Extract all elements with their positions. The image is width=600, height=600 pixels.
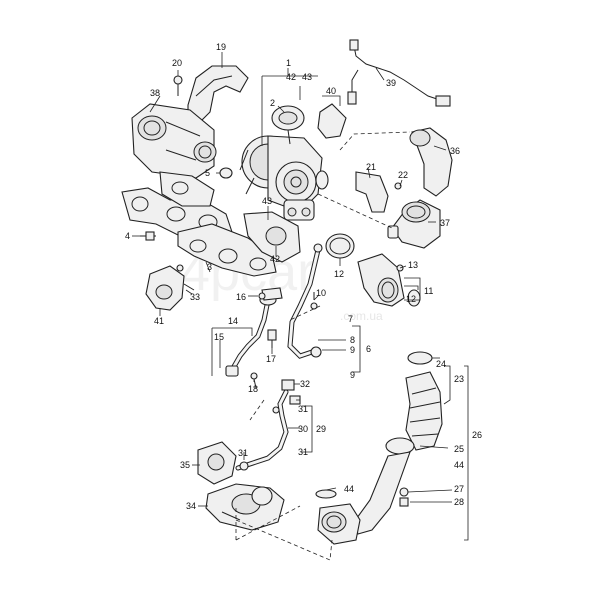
stud-part (140, 231, 156, 241)
label-42b: 42 (270, 254, 280, 264)
label-43a: 43 (302, 72, 312, 82)
label-23: 23 (454, 374, 464, 384)
label-12a: 12 (334, 269, 344, 279)
label-33: 33 (190, 292, 200, 302)
label-9b: 9 (350, 370, 355, 380)
label-37: 37 (440, 218, 450, 228)
label-17: 17 (266, 354, 276, 364)
label-20: 20 (172, 58, 182, 68)
label-9a: 9 (350, 345, 355, 355)
label-8: 8 (350, 335, 355, 345)
label-39: 39 (386, 78, 396, 88)
label-29: 29 (316, 424, 326, 434)
label-30: 30 (298, 424, 308, 434)
label-31a: 31 (298, 404, 308, 414)
leader-lines (132, 52, 469, 561)
label-7: 7 (348, 314, 353, 324)
return-line-part (225, 287, 283, 377)
manifold-part (177, 211, 301, 277)
bolt-part (173, 75, 183, 96)
oil-line-part (287, 243, 323, 359)
label-40: 40 (326, 86, 336, 96)
label-4: 4 (125, 231, 130, 241)
seal-ring-part (325, 233, 355, 259)
label-3: 3 (207, 262, 212, 272)
bolt-part (394, 182, 402, 190)
label-36: 36 (450, 146, 460, 156)
part-labels: 1 2 3 4 5 6 7 8 9 9 10 11 12 12 13 14 15… (125, 42, 482, 511)
intake-elbow-part (387, 199, 441, 249)
label-27: 27 (454, 484, 464, 494)
label-5: 5 (205, 168, 210, 178)
intake-hose-part (409, 127, 453, 197)
label-14: 14 (228, 316, 238, 326)
actuator-part (271, 105, 305, 145)
label-38: 38 (150, 88, 160, 98)
exhaust-housing-part (131, 103, 217, 179)
label-18: 18 (248, 384, 258, 394)
label-31c: 31 (238, 448, 248, 458)
label-16: 16 (236, 292, 246, 302)
charge-pipe-part (357, 253, 421, 307)
support-bracket-part (145, 264, 195, 311)
label-44a: 44 (454, 460, 464, 470)
label-42a: 42 (286, 72, 296, 82)
label-34: 34 (186, 501, 196, 511)
label-6: 6 (366, 344, 371, 354)
label-32: 32 (300, 379, 310, 389)
label-10: 10 (316, 288, 326, 298)
label-43b: 43 (262, 196, 272, 206)
label-15: 15 (214, 332, 224, 342)
label-21: 21 (366, 162, 376, 172)
label-1: 1 (286, 58, 291, 68)
bracket-part (317, 103, 347, 139)
label-44b: 44 (344, 484, 354, 494)
label-35: 35 (180, 460, 190, 470)
watermark-sub: .com.ua (340, 309, 383, 323)
label-2: 2 (270, 98, 275, 108)
duct-bracket-part (355, 171, 389, 213)
label-13: 13 (408, 260, 418, 270)
label-25: 25 (454, 444, 464, 454)
label-31b: 31 (298, 447, 308, 457)
heat-shield-part (187, 65, 249, 123)
label-26: 26 (472, 430, 482, 440)
gasket-part (219, 167, 233, 179)
flange-part (197, 441, 237, 485)
label-11: 11 (424, 286, 433, 296)
label-28: 28 (454, 497, 464, 507)
intercooler-pipe-part (317, 437, 415, 545)
sensor-cable-part (347, 39, 451, 107)
label-19: 19 (216, 42, 226, 52)
clamp-part (315, 489, 337, 499)
turbocharger-part (239, 135, 329, 221)
label-12b: 12 (406, 294, 416, 304)
label-22: 22 (398, 170, 408, 180)
oil-housing-part (205, 483, 285, 531)
label-24: 24 (436, 359, 446, 369)
bolt-part (250, 292, 318, 389)
label-41: 41 (154, 316, 164, 326)
coolant-line-part (235, 379, 301, 471)
